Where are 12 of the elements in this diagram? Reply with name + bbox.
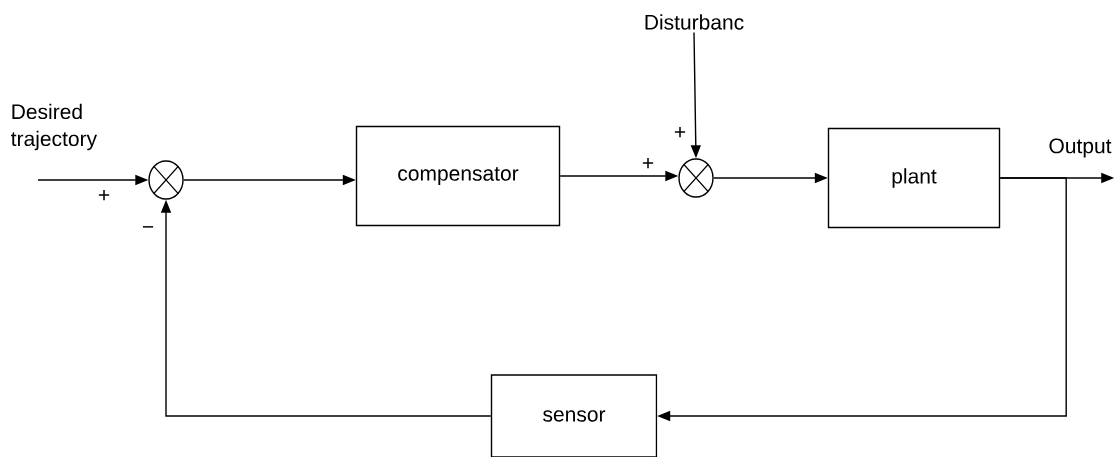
input-label: Desired trajectory [11,103,97,151]
sign-label: + [98,189,110,201]
block-box: plant [827,127,1001,229]
summing-junction [148,160,184,200]
signal-label: Disturbanc [645,14,744,30]
signal-label: Output [1049,138,1112,158]
block-box: compensator [355,125,561,227]
sign-label: − [142,226,154,228]
block-box: sensor [490,374,658,457]
summing-junction [678,158,714,198]
sign-label: + [674,126,686,138]
sign-label: + [642,157,654,169]
